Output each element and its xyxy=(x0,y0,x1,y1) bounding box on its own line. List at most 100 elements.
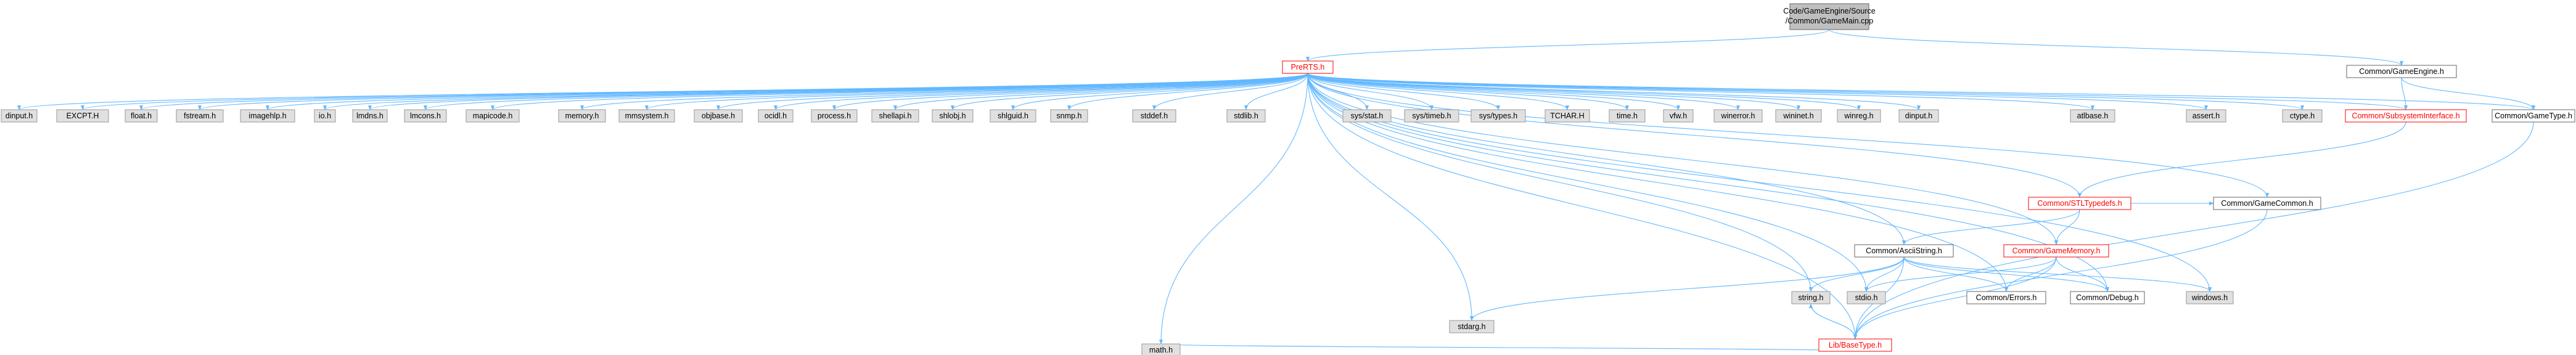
node-process[interactable]: process.h xyxy=(811,109,858,123)
node-stdarg[interactable]: stdarg.h xyxy=(1449,320,1495,333)
node-gamecommon-label: Common/GameCommon.h xyxy=(2221,199,2313,208)
edge-prerts-to-math xyxy=(1159,73,1308,345)
edge-prerts-to-gametype xyxy=(1307,73,2535,110)
node-memory[interactable]: memory.h xyxy=(558,109,606,123)
edge-prerts-to-snmp xyxy=(1067,73,1308,110)
node-ocidl-label: ocidl.h xyxy=(765,112,787,120)
node-float[interactable]: float.h xyxy=(125,109,158,123)
node-ctype[interactable]: ctype.h xyxy=(2282,109,2323,123)
node-shlguid[interactable]: shlguid.h xyxy=(990,109,1036,123)
node-tchar-box xyxy=(1544,109,1590,123)
node-tchar[interactable]: TCHAR.H xyxy=(1544,109,1590,123)
edge-prerts-to-mapicode xyxy=(491,73,1308,110)
node-mmsystem-box xyxy=(618,109,675,123)
node-memory-box xyxy=(558,109,606,123)
node-math[interactable]: math.h xyxy=(1141,343,1181,355)
node-mapicode[interactable]: mapicode.h xyxy=(466,109,520,123)
edge-prerts-to-vfw xyxy=(1307,73,1680,110)
node-stringh[interactable]: string.h xyxy=(1791,291,1831,304)
node-lmcons[interactable]: lmcons.h xyxy=(404,109,447,123)
node-systypes-box xyxy=(1471,109,1526,123)
node-gameengine[interactable]: Common/GameEngine.h xyxy=(2346,65,2457,78)
node-mapicode-label: mapicode.h xyxy=(473,112,513,120)
edge-asciistring-to-stdio xyxy=(1864,256,1905,292)
edge-prerts-to-shlguid xyxy=(1011,73,1308,110)
node-stdlib[interactable]: stdlib.h xyxy=(1226,109,1266,123)
node-gamememory[interactable]: Common/GameMemory.h xyxy=(2003,244,2109,258)
edge-prerts-to-stdarg xyxy=(1307,73,1474,321)
edge-prerts-to-stdlib xyxy=(1244,73,1308,110)
node-prerts[interactable]: PreRTS.h xyxy=(1282,60,1334,74)
edge-prerts-to-debug xyxy=(1307,73,2110,292)
node-vfw[interactable]: vfw.h xyxy=(1663,109,1694,123)
node-time[interactable]: time.h xyxy=(1609,109,1646,123)
node-stltypedefs-label: Common/STLTypedefs.h xyxy=(2037,199,2122,208)
node-snmp-label: snmp.h xyxy=(1057,112,1082,120)
node-excpt-box xyxy=(56,109,109,123)
edge-prerts-to-ctype xyxy=(1307,73,2304,110)
node-shlobj-box xyxy=(932,109,974,123)
node-objbase[interactable]: objbase.h xyxy=(694,109,743,123)
node-shlobj[interactable]: shlobj.h xyxy=(932,109,974,123)
node-shlobj-label: shlobj.h xyxy=(939,112,966,120)
node-stdlib-label: stdlib.h xyxy=(1234,112,1258,120)
edge-basetype-to-math xyxy=(1160,343,1856,352)
node-stddef[interactable]: stddef.h xyxy=(1132,109,1176,123)
node-atlbase[interactable]: atlbase.h xyxy=(2070,109,2115,123)
node-stdio-box xyxy=(1847,291,1886,304)
node-ocidl[interactable]: ocidl.h xyxy=(758,109,794,123)
node-wininet-label: wininet.h xyxy=(1782,112,1813,120)
edge-prerts-to-stddef xyxy=(1152,73,1308,110)
node-imagehlp-box xyxy=(240,109,295,123)
node-snmp[interactable]: snmp.h xyxy=(1050,109,1088,123)
node-sysstat[interactable]: sys/stat.h xyxy=(1342,109,1392,123)
node-winreg[interactable]: winreg.h xyxy=(1837,109,1881,123)
node-shlguid-label: shlguid.h xyxy=(998,112,1028,120)
edge-gametype-to-basetype xyxy=(1853,121,2534,340)
edge-prerts-to-mmsystem xyxy=(645,73,1308,110)
node-systimeb[interactable]: sys/timeb.h xyxy=(1404,109,1459,123)
node-prerts-box xyxy=(1282,60,1334,74)
edge-asciistring-to-debug xyxy=(1903,256,2109,292)
node-prerts-label: PreRTS.h xyxy=(1291,63,1325,71)
root-node-gamemain-cpp[interactable]: Code/GameEngine/Source /Common/GameMain.… xyxy=(1783,3,1876,30)
node-shlguid-box xyxy=(990,109,1036,123)
node-stdio[interactable]: stdio.h xyxy=(1847,291,1886,304)
node-assert-box xyxy=(2186,109,2226,123)
node-dinput[interactable]: dinput.h xyxy=(1,109,38,123)
node-gamecommon[interactable]: Common/GameCommon.h xyxy=(2213,197,2321,210)
node-lmdns[interactable]: lmdns.h xyxy=(352,109,388,123)
node-asciistring[interactable]: Common/AsciiString.h xyxy=(1854,244,1954,258)
node-assert[interactable]: assert.h xyxy=(2186,109,2226,123)
node-mapicode-box xyxy=(466,109,520,123)
node-mmsystem[interactable]: mmsystem.h xyxy=(618,109,675,123)
node-subsys[interactable]: Common/SubsystemInterface.h xyxy=(2345,109,2467,123)
node-systypes[interactable]: sys/types.h xyxy=(1471,109,1526,123)
node-stltypedefs[interactable]: Common/STLTypedefs.h xyxy=(2028,197,2131,210)
node-imagehlp[interactable]: imagehlp.h xyxy=(240,109,295,123)
node-shellapi[interactable]: shellapi.h xyxy=(871,109,919,123)
node-subsys-box xyxy=(2345,109,2467,123)
node-windows[interactable]: windows.h xyxy=(2186,291,2234,304)
node-gamememory-box xyxy=(2003,244,2109,258)
node-wininet[interactable]: wininet.h xyxy=(1775,109,1822,123)
node-io[interactable]: io.h xyxy=(314,109,336,123)
node-lmcons-box xyxy=(404,109,447,123)
node-systimeb-label: sys/timeb.h xyxy=(1412,112,1451,120)
node-stdarg-label: stdarg.h xyxy=(1458,322,1485,331)
node-fstream[interactable]: fstream.h xyxy=(176,109,224,123)
edge-prerts-to-assert xyxy=(1307,73,2208,110)
node-dinput2[interactable]: dinput.h xyxy=(1898,109,1939,123)
node-errors-label: Common/Errors.h xyxy=(1976,293,2037,302)
node-systimeb-box xyxy=(1404,109,1459,123)
edge-prerts-to-winerror xyxy=(1307,73,1740,110)
edge-gameengine-to-subsys xyxy=(2401,77,2408,110)
node-stringh-label: string.h xyxy=(1799,293,1824,302)
node-errors[interactable]: Common/Errors.h xyxy=(1966,291,2046,304)
node-basetype[interactable]: Lib/BaseType.h xyxy=(1818,338,1892,352)
node-debug[interactable]: Common/Debug.h xyxy=(2070,291,2145,304)
node-excpt[interactable]: EXCPT.H xyxy=(56,109,109,123)
node-gametype[interactable]: Common/GameType.h xyxy=(2492,109,2575,123)
node-winerror[interactable]: winerror.h xyxy=(1713,109,1763,123)
